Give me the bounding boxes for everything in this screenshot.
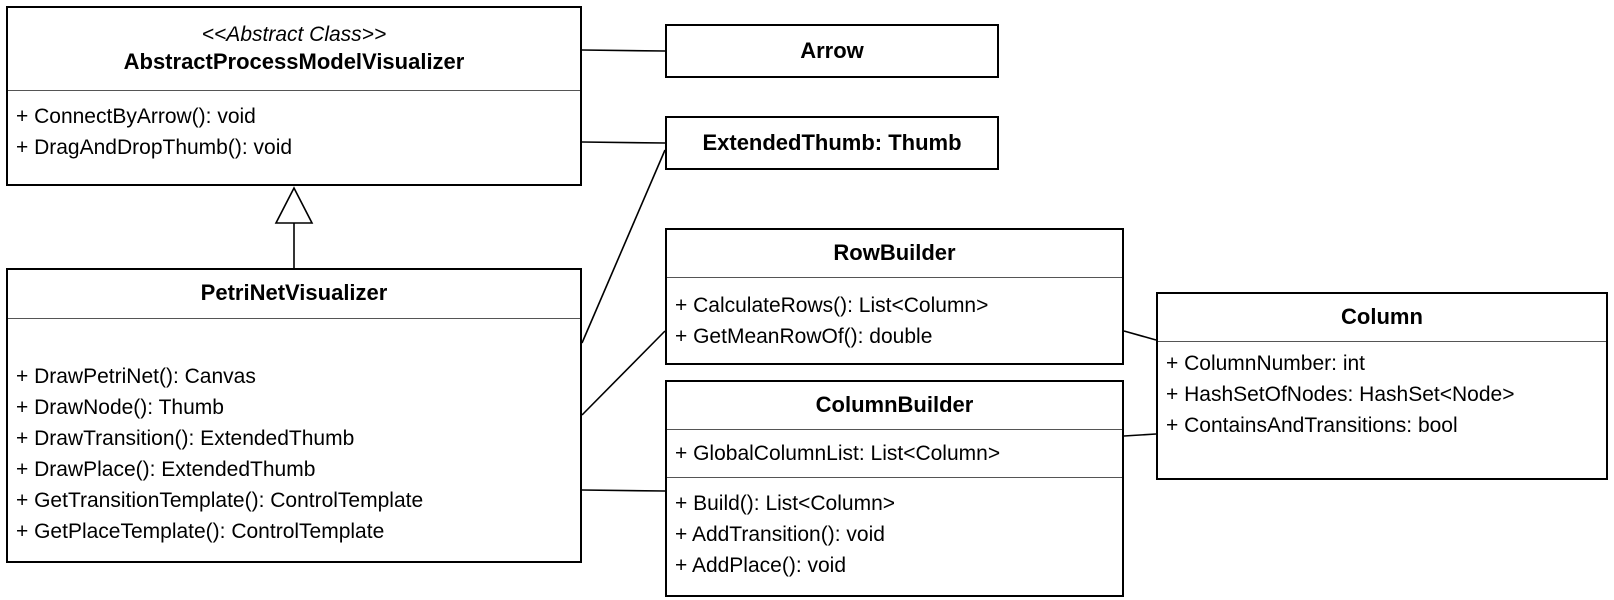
class-header: <<Abstract Class>> AbstractProcessModelV… [8,8,580,90]
operation: + ConnectByArrow(): void [16,105,256,128]
operation: + Build(): List<Column> [675,492,896,515]
class-petri-net-visualizer[interactable]: PetriNetVisualizer + DrawPetriNet(): Can… [6,268,582,563]
operation: + DrawPlace(): ExtendedThumb [16,458,316,481]
assoc-abstract-extendedthumb [581,141,666,144]
class-header: RowBuilder [667,230,1122,277]
class-name: ColumnBuilder [815,392,974,417]
class-arrow[interactable]: Arrow [665,24,999,78]
assoc-petrinet-extendedthumb [581,149,666,344]
class-name: PetriNetVisualizer [200,280,388,305]
class-name: RowBuilder [833,240,956,265]
operation: + DrawPetriNet(): Canvas [16,365,256,388]
assoc-petrinet-columnbuilder [581,489,666,492]
operations-compartment: + CalculateRows(): List<Column> + GetMea… [667,277,1122,352]
assoc-columnbuilder-column [1123,433,1157,437]
operation: + GetPlaceTemplate(): ControlTemplate [16,520,385,543]
operation: + AddPlace(): void [675,554,847,577]
operation: + GetTransitionTemplate(): ControlTempla… [16,489,424,512]
class-column-builder[interactable]: ColumnBuilder + GlobalColumnList: List<C… [665,380,1124,597]
operation: + DrawTransition(): ExtendedThumb [16,427,355,450]
class-name: Arrow [800,38,864,63]
operation: + AddTransition(): void [675,523,885,546]
class-column[interactable]: Column + ColumnNumber: int + HashSetOfNo… [1156,292,1608,480]
generalization-arrowhead [274,186,314,224]
attribute: + HashSetOfNodes: HashSet<Node> [1166,383,1515,406]
class-header: PetriNetVisualizer [8,270,580,318]
class-header: Column [1158,294,1606,341]
class-row-builder[interactable]: RowBuilder + CalculateRows(): List<Colum… [665,228,1124,365]
operation: + DrawNode(): Thumb [16,396,224,419]
assoc-abstract-arrow [581,49,666,52]
operations-compartment: + ConnectByArrow(): void + DragAndDropTh… [8,90,580,163]
class-name: AbstractProcessModelVisualizer [123,49,465,74]
class-extended-thumb[interactable]: ExtendedThumb: Thumb [665,116,999,170]
attribute: + GlobalColumnList: List<Column> [675,442,1001,465]
class-header: Arrow [667,26,997,76]
attributes-compartment: + ColumnNumber: int + HashSetOfNodes: Ha… [1158,341,1606,441]
class-header: ColumnBuilder [667,382,1122,429]
operation: + DragAndDropThumb(): void [16,136,293,159]
class-name: ExtendedThumb: Thumb [702,130,962,155]
operation: + GetMeanRowOf(): double [675,325,933,348]
operations-compartment: + Build(): List<Column> + AddTransition(… [667,477,1122,581]
class-abstract-process-model-visualizer[interactable]: <<Abstract Class>> AbstractProcessModelV… [6,6,582,186]
operations-compartment: + DrawPetriNet(): Canvas + DrawNode(): T… [8,318,580,547]
class-name: Column [1341,304,1423,329]
attributes-compartment: + GlobalColumnList: List<Column> [667,429,1122,477]
operation: + CalculateRows(): List<Column> [675,294,989,317]
attribute: + ContainsAndTransitions: bool [1166,414,1458,437]
class-header: ExtendedThumb: Thumb [667,118,997,168]
attribute: + ColumnNumber: int [1166,352,1365,375]
assoc-rowbuilder-column [1123,330,1157,341]
assoc-petrinet-rowbuilder [581,330,666,416]
class-stereotype: <<Abstract Class>> [201,23,387,46]
